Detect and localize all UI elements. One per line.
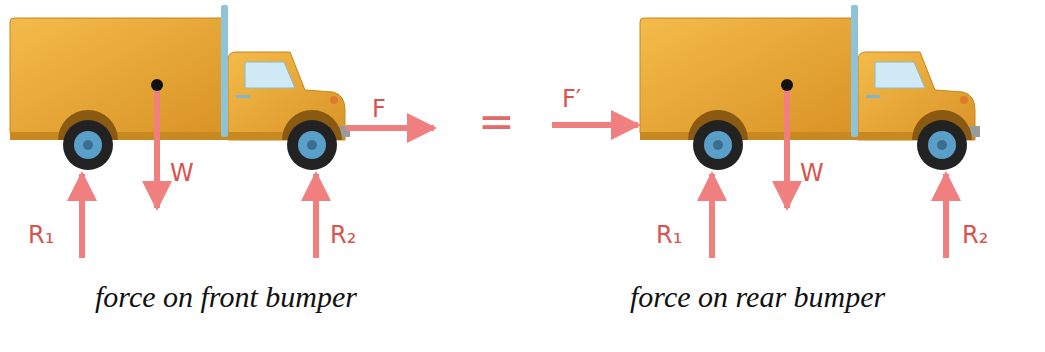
equals-sign: = (478, 98, 515, 146)
force-label: F′ (562, 86, 581, 112)
force-label: R₁ (28, 222, 54, 248)
handwritten-note: force on front bumper (95, 280, 357, 313)
handwritten-note: force on rear bumper (630, 280, 885, 313)
force-label: R₂ (330, 222, 356, 248)
force-label: R₂ (962, 222, 988, 248)
force-label: F (372, 96, 386, 122)
force-label: R₁ (656, 222, 682, 248)
force-label: W (170, 160, 194, 186)
force-label: W (800, 160, 824, 186)
